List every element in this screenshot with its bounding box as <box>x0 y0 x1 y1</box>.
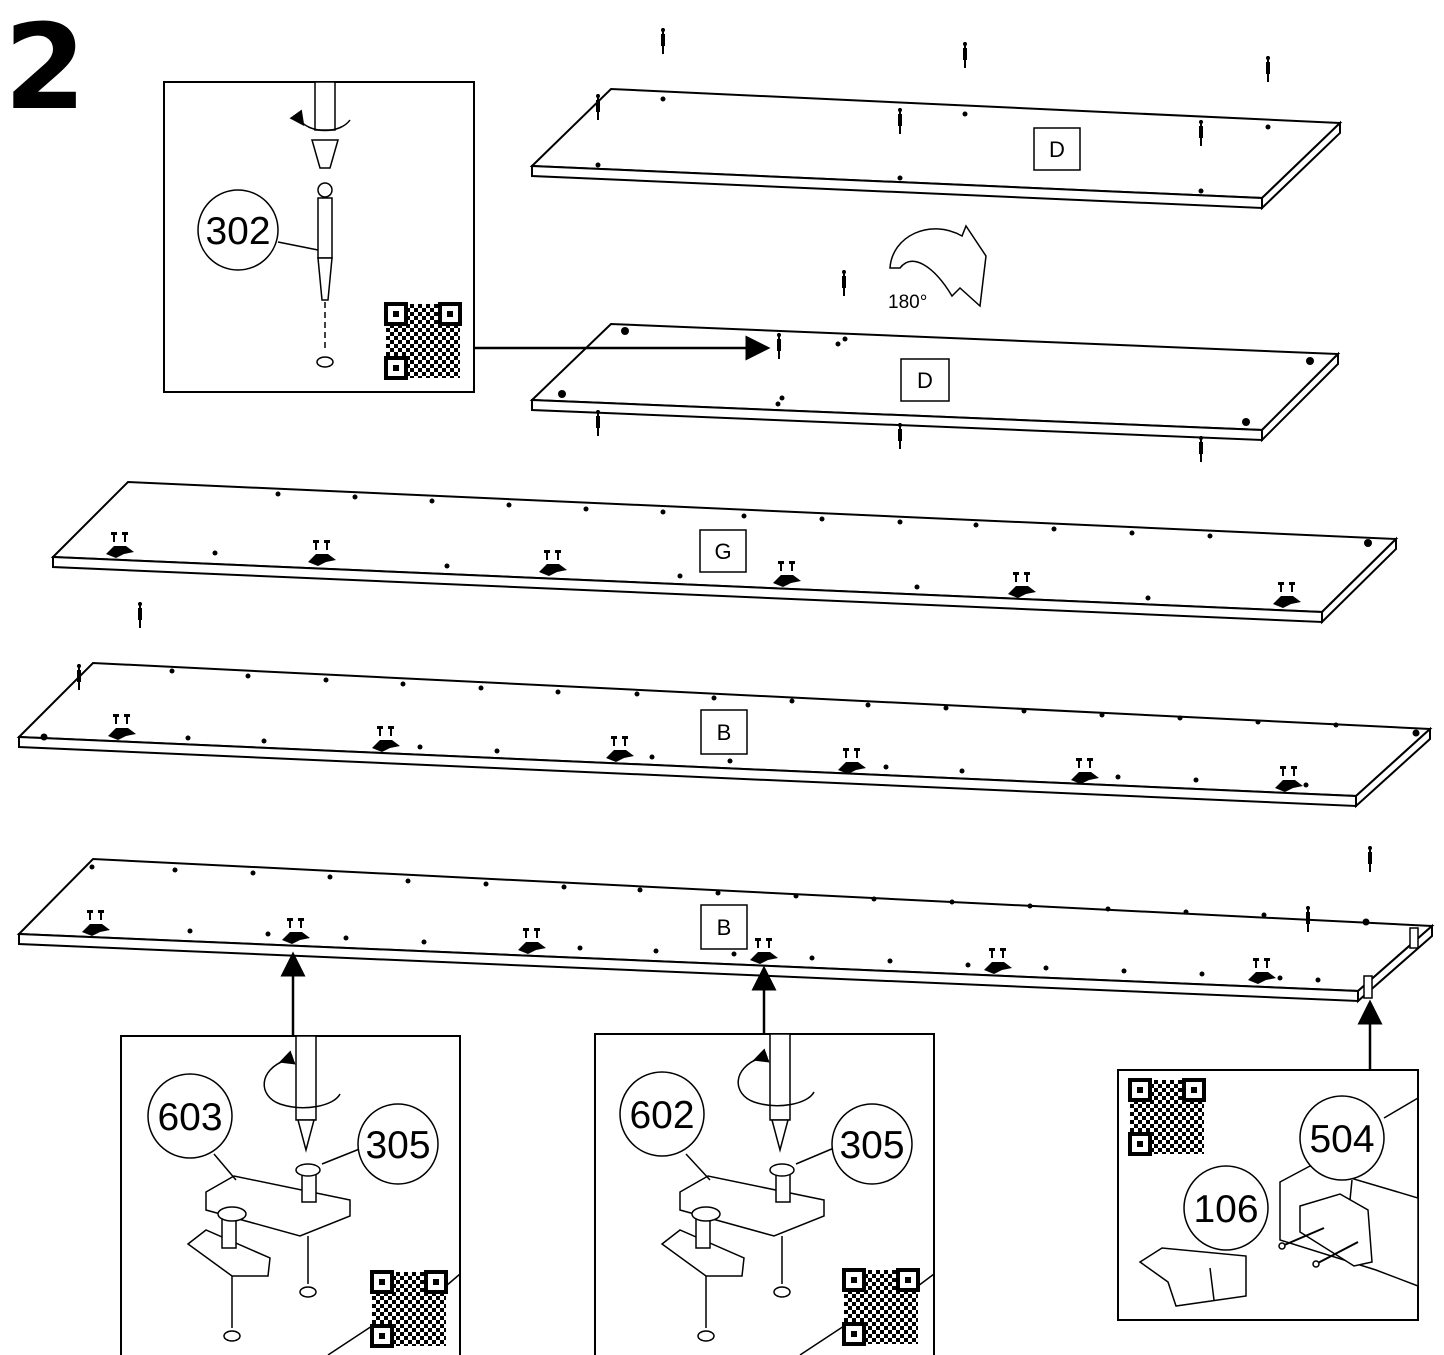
panel-fourth-label: B <box>717 720 732 745</box>
panel-third-label-box <box>699 529 747 573</box>
panel-fourth-holes <box>40 668 1420 788</box>
dowel-icon <box>962 41 968 69</box>
rotate-arrow-icon <box>889 224 987 308</box>
panel-bottom-holes <box>89 864 1370 983</box>
dowel-icon <box>1367 845 1373 873</box>
bracket-icon <box>1409 927 1419 949</box>
detail-hinge-left-screw: 305 <box>365 1124 430 1167</box>
dowel-icon <box>897 422 903 450</box>
detail-hinge-mid-screw: 305 <box>839 1124 904 1167</box>
panel-third-holes <box>212 491 1372 601</box>
dowel-icon <box>1198 435 1204 463</box>
panel-second-holes <box>558 327 1314 426</box>
panel-top-label: D <box>1049 137 1065 162</box>
detail-bracket-connector: 504 <box>1309 1118 1374 1161</box>
detail-bracket-box <box>1117 1069 1419 1321</box>
detail-dowel-part: 302 <box>205 210 270 253</box>
detail-hinge-left-plate: 603 <box>157 1096 222 1139</box>
dowel-icon <box>1265 55 1271 83</box>
detail-hinge-mid-box <box>594 1033 935 1355</box>
panel-top <box>529 87 1343 211</box>
dowel-icon <box>595 409 601 437</box>
panel-fourth-label-box <box>700 709 748 755</box>
dowel-icon <box>660 27 666 55</box>
step-number: 2 <box>4 0 86 136</box>
panel-top-holes <box>595 96 1271 194</box>
qr-code-icon <box>842 1268 920 1346</box>
panel-third-label: G <box>714 539 731 564</box>
qr-code-icon <box>370 1270 448 1348</box>
panel-top-label-box <box>1033 127 1081 171</box>
dowel-icon <box>841 269 847 297</box>
rotation-label: 180° <box>888 292 927 313</box>
panel-second-label-box <box>900 358 950 402</box>
qr-code-icon <box>384 302 462 380</box>
panel-second <box>529 322 1341 443</box>
detail-hinge-mid-plate: 602 <box>629 1094 694 1137</box>
panel-second-label: D <box>917 368 933 393</box>
qr-code-icon <box>1128 1078 1206 1156</box>
panel-bottom-label: B <box>717 915 732 940</box>
panel-bottom-label-box <box>700 904 748 950</box>
detail-bracket-pin: 106 <box>1193 1188 1258 1231</box>
detail-dowel-box <box>163 81 475 393</box>
detail-hinge-left-box <box>120 1035 461 1355</box>
bracket-icon <box>1363 975 1373 999</box>
dowel-icon <box>137 601 143 629</box>
